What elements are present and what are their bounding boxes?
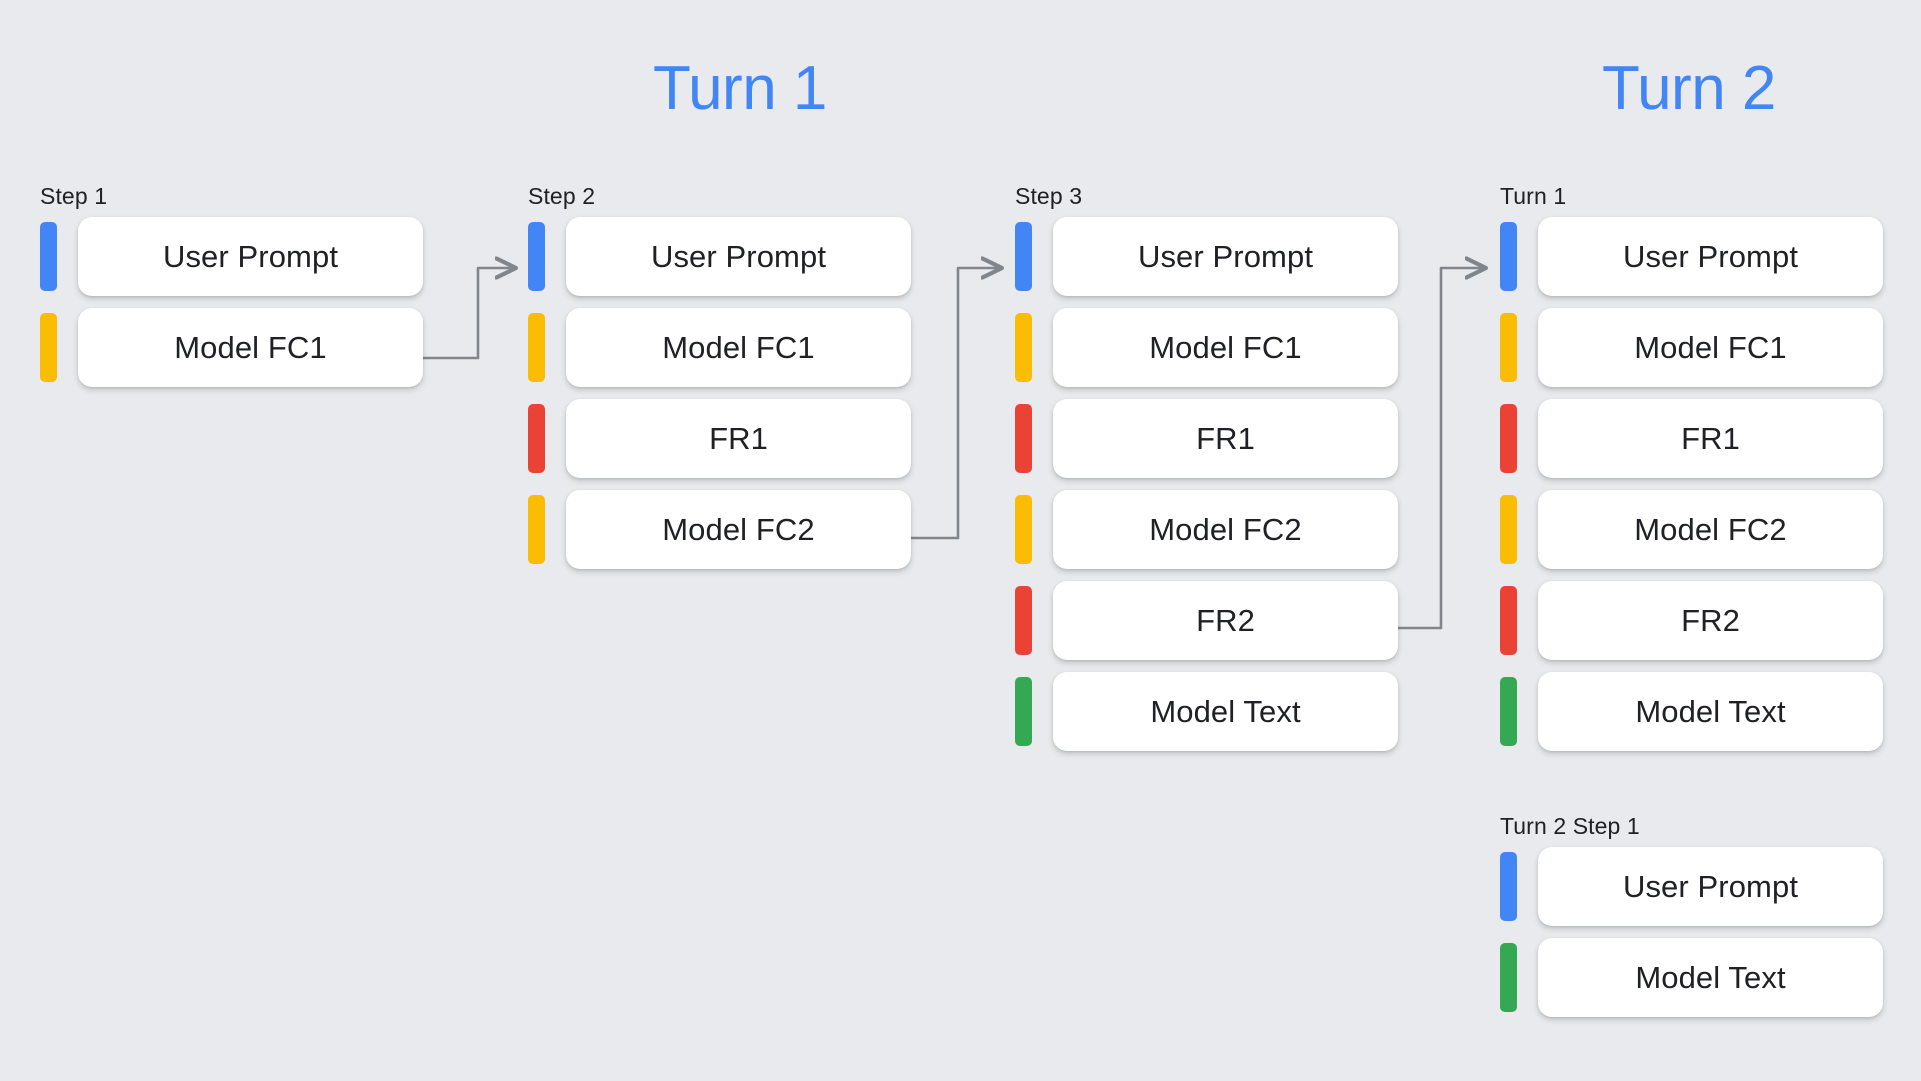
card-label: User Prompt — [650, 239, 827, 274]
card-label: Model FC1 — [1149, 330, 1302, 365]
card-user-prompt[interactable]: User Prompt — [1053, 217, 1398, 296]
card-user-prompt[interactable]: User Prompt — [78, 217, 423, 296]
card-label: User Prompt — [162, 239, 339, 274]
card-label: Model FC1 — [1634, 330, 1787, 365]
status-bar-user-prompt — [1500, 222, 1517, 291]
card-model-text[interactable]: Model Text — [1538, 938, 1883, 1017]
card-label: Model Text — [1635, 694, 1786, 729]
status-bar-model-function-call — [1500, 495, 1517, 564]
card-model-fc2[interactable]: Model FC2 — [1538, 490, 1883, 569]
status-bar-model-function-call — [1015, 495, 1032, 564]
column-label-turn-2-step-1: Turn 2 Step 1 — [1500, 813, 1640, 839]
card-user-prompt[interactable]: User Prompt — [566, 217, 911, 296]
card-fr2[interactable]: FR2 — [1053, 581, 1398, 660]
card-label: Model Text — [1150, 694, 1301, 729]
card-model-text[interactable]: Model Text — [1538, 672, 1883, 751]
column-label-turn-1: Turn 1 — [1500, 183, 1567, 209]
card-label: User Prompt — [1622, 239, 1799, 274]
status-bar-model-function-call — [528, 313, 545, 382]
status-bar-function-response — [528, 404, 545, 473]
status-bar-model-function-call — [1015, 313, 1032, 382]
status-bar-function-response — [1500, 586, 1517, 655]
status-bar-function-response — [1015, 586, 1032, 655]
card-fr1[interactable]: FR1 — [1053, 399, 1398, 478]
card-label: Model Text — [1635, 960, 1786, 995]
card-model-fc1[interactable]: Model FC1 — [1053, 308, 1398, 387]
status-bar-model-text — [1500, 943, 1517, 1012]
status-bar-function-response — [1500, 404, 1517, 473]
card-label: Model FC2 — [1634, 512, 1787, 547]
column-label-step-2: Step 2 — [528, 183, 596, 209]
card-fr1[interactable]: FR1 — [1538, 399, 1883, 478]
status-bar-user-prompt — [40, 222, 57, 291]
status-bar-model-text — [1015, 677, 1032, 746]
card-model-fc1[interactable]: Model FC1 — [1538, 308, 1883, 387]
column-label-step-3: Step 3 — [1015, 183, 1083, 209]
column-label-step-1: Step 1 — [40, 183, 108, 209]
card-label: User Prompt — [1622, 869, 1799, 904]
card-model-fc1[interactable]: Model FC1 — [78, 308, 423, 387]
card-label: FR2 — [1681, 603, 1740, 638]
card-label: Model FC1 — [174, 330, 327, 365]
card-model-fc1[interactable]: Model FC1 — [566, 308, 911, 387]
card-label: Model FC2 — [1149, 512, 1302, 547]
card-fr1[interactable]: FR1 — [566, 399, 911, 478]
card-label: User Prompt — [1137, 239, 1314, 274]
card-label: FR1 — [709, 421, 768, 456]
card-fr2[interactable]: FR2 — [1538, 581, 1883, 660]
status-bar-model-function-call — [528, 495, 545, 564]
turn-2-heading: Turn 2 — [1602, 54, 1776, 123]
card-label: FR2 — [1196, 603, 1255, 638]
card-label: Model FC1 — [662, 330, 815, 365]
card-label: FR1 — [1681, 421, 1740, 456]
status-bar-model-text — [1500, 677, 1517, 746]
status-bar-model-function-call — [40, 313, 57, 382]
card-label: Model FC2 — [662, 512, 815, 547]
turn-1-heading: Turn 1 — [653, 54, 827, 123]
status-bar-function-response — [1015, 404, 1032, 473]
status-bar-user-prompt — [1015, 222, 1032, 291]
card-user-prompt[interactable]: User Prompt — [1538, 847, 1883, 926]
status-bar-user-prompt — [1500, 852, 1517, 921]
status-bar-model-function-call — [1500, 313, 1517, 382]
card-label: FR1 — [1196, 421, 1255, 456]
card-model-fc2[interactable]: Model FC2 — [1053, 490, 1398, 569]
card-model-text[interactable]: Model Text — [1053, 672, 1398, 751]
card-user-prompt[interactable]: User Prompt — [1538, 217, 1883, 296]
card-model-fc2[interactable]: Model FC2 — [566, 490, 911, 569]
status-bar-user-prompt — [528, 222, 545, 291]
